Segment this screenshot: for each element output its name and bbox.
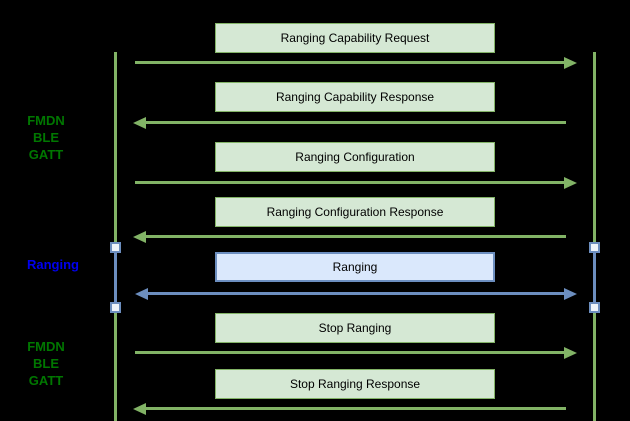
message-box-ranging-configuration: Ranging Configuration <box>215 142 495 172</box>
phase-label-line: FMDN <box>27 113 65 128</box>
phase-label-line: GATT <box>28 373 64 388</box>
message-box-ranging-capability-request: Ranging Capability Request <box>215 23 495 53</box>
right-lifeline <box>593 52 596 421</box>
message-box-ranging-configuration-response: Ranging Configuration Response <box>215 197 495 227</box>
message-label: Ranging Configuration <box>295 150 415 164</box>
phase-label-ranging: Ranging <box>8 256 98 273</box>
phase-label-fmdn-ble-gatt-top: FMDN BLE GATT <box>0 112 92 163</box>
message-box-ranging: Ranging <box>215 252 495 282</box>
phase-label-line: BLE <box>33 356 59 371</box>
message-label: Stop Ranging <box>318 321 392 335</box>
phase-label-line: GATT <box>28 147 64 162</box>
message-label: Ranging Capability Response <box>275 90 435 104</box>
message-box-ranging-capability-response: Ranging Capability Response <box>215 82 495 112</box>
right-activation-end-marker <box>589 302 600 313</box>
phase-label-line: Ranging <box>27 257 79 272</box>
message-label: Ranging Capability Request <box>280 31 430 45</box>
message-label: Ranging Configuration Response <box>266 205 444 219</box>
left-activation-end-marker <box>110 302 121 313</box>
message-box-stop-ranging-response: Stop Ranging Response <box>215 369 495 399</box>
left-lifeline <box>114 52 117 421</box>
right-ranging-activation-line <box>593 250 596 306</box>
arrow-right-icon <box>135 176 577 189</box>
phase-label-line: FMDN <box>27 339 65 354</box>
left-ranging-activation-line <box>114 250 117 306</box>
message-label: Stop Ranging Response <box>289 377 421 391</box>
message-label: Ranging <box>332 260 378 274</box>
arrow-left-icon <box>133 230 566 243</box>
arrow-left-icon <box>133 116 566 129</box>
phase-label-line: BLE <box>33 130 59 145</box>
arrow-left-icon <box>133 402 566 415</box>
arrow-both-icon <box>135 287 577 300</box>
arrow-right-icon <box>135 346 577 359</box>
right-activation-start-marker <box>589 242 600 253</box>
phase-label-fmdn-ble-gatt-bottom: FMDN BLE GATT <box>0 338 92 389</box>
arrow-right-icon <box>135 56 577 69</box>
message-box-stop-ranging: Stop Ranging <box>215 313 495 343</box>
left-activation-start-marker <box>110 242 121 253</box>
